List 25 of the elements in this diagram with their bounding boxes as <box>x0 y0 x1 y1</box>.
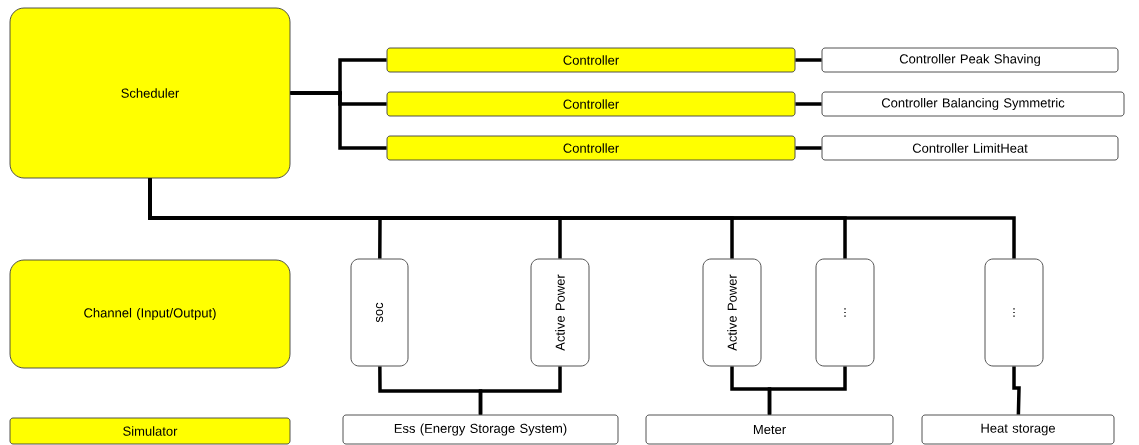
scheduler-box: Scheduler <box>9 7 291 179</box>
controller-box: Controller <box>386 135 796 161</box>
connector-line <box>795 58 822 62</box>
layer-box: Simulator <box>9 417 291 445</box>
channel-box: soc <box>350 258 409 367</box>
controller-box: Controller <box>386 91 796 117</box>
channel-box: ... <box>815 258 875 367</box>
connector-line <box>148 178 1016 259</box>
channel-box: Active Power <box>530 258 590 367</box>
controller-type-box: Controller Balancing Symmetric <box>821 91 1125 117</box>
channel-box: ... <box>984 258 1044 367</box>
simulator-box: Heat storage <box>921 414 1115 445</box>
connector-line <box>767 366 847 415</box>
controller-type-box: Controller Peak Shaving <box>821 47 1119 73</box>
connector-line <box>795 146 822 150</box>
channel-box: Active Power <box>702 258 762 367</box>
connector-line <box>795 102 822 106</box>
connector-line <box>1012 366 1021 415</box>
connector-line <box>290 91 387 150</box>
connector-line <box>478 366 562 415</box>
layer-box: Channel (Input/Output) <box>9 259 291 369</box>
controller-box: Controller <box>386 47 796 73</box>
controller-type-box: Controller LimitHeat <box>821 135 1119 161</box>
simulator-box: Ess (Energy Storage System) <box>342 414 619 445</box>
simulator-box: Meter <box>645 414 894 445</box>
